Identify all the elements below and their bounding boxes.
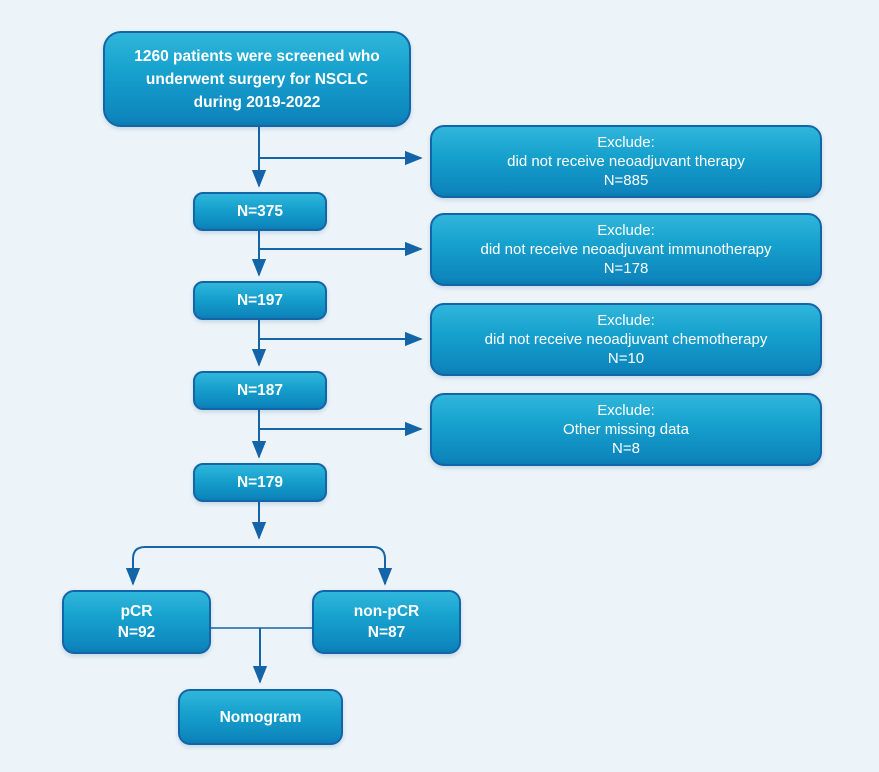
count-label: N=197 <box>236 292 284 309</box>
start-node-text: 1260 patients were screened who underwen… <box>134 47 380 111</box>
exclude-node-no-neoadjuvant-therapy: Exclude: did not receive neoadjuvant the… <box>430 125 822 198</box>
exclude-reason: Other missing data <box>563 421 689 438</box>
count-node-187: N=187 <box>193 371 327 410</box>
exclude-count: N=885 <box>603 172 649 189</box>
count-node-375: N=375 <box>193 192 327 231</box>
count-node-197: N=197 <box>193 281 327 320</box>
exclude-count: N=10 <box>607 350 645 367</box>
exclude-reason: did not receive neoadjuvant chemotherapy <box>484 331 768 348</box>
exclude-count: N=178 <box>603 260 649 277</box>
exclude-title: Exclude: <box>597 402 655 419</box>
outcome-count: N=92 <box>117 624 156 641</box>
exclude-node-no-neoadjuvant-immunotherapy: Exclude: did not receive neoadjuvant imm… <box>430 213 822 286</box>
exclude-count: N=8 <box>612 440 640 457</box>
nomogram-label: Nomogram <box>219 708 302 726</box>
outcome-label: non-pCR <box>353 603 420 620</box>
count-label: N=179 <box>236 474 284 491</box>
exclude-node-no-neoadjuvant-chemotherapy: Exclude: did not receive neoadjuvant che… <box>430 303 822 376</box>
outcome-label: pCR <box>120 603 153 620</box>
exclude-reason: did not receive neoadjuvant therapy <box>507 153 745 170</box>
exclude-reason: did not receive neoadjuvant immunotherap… <box>480 241 772 258</box>
exclude-title: Exclude: <box>597 134 655 151</box>
count-node-179: N=179 <box>193 463 327 502</box>
exclude-title: Exclude: <box>597 312 655 329</box>
outcome-count: N=87 <box>367 624 406 641</box>
start-node: 1260 patients were screened who underwen… <box>103 31 411 127</box>
count-label: N=187 <box>236 382 284 399</box>
nomogram-node: Nomogram <box>178 689 343 745</box>
outcome-node-non-pcr: non-pCR N=87 <box>312 590 461 654</box>
exclude-title: Exclude: <box>597 222 655 239</box>
exclude-node-other-missing-data: Exclude: Other missing data N=8 <box>430 393 822 466</box>
outcome-node-pcr: pCR N=92 <box>62 590 211 654</box>
count-label: N=375 <box>236 203 284 220</box>
